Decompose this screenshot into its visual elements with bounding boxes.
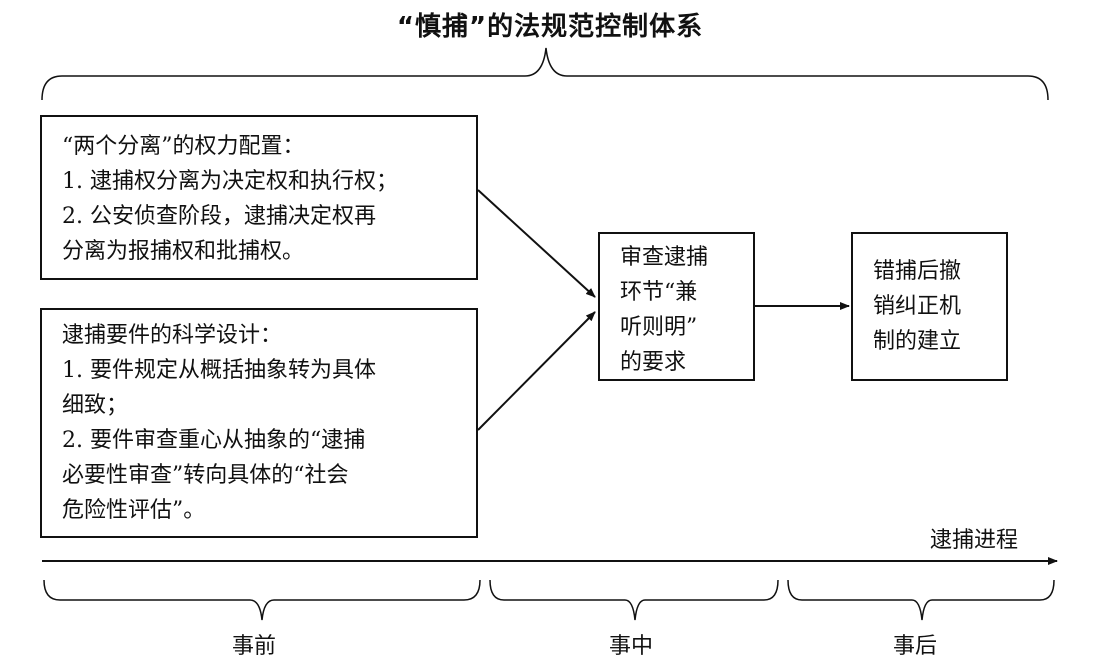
box-line: “两个分离”的权力配置：	[62, 134, 305, 159]
box-line: 1. 逮捕权分离为决定权和执行权；	[62, 169, 398, 194]
box-line: 分离为报捕权和批捕权。	[62, 239, 305, 264]
brace-before	[43, 579, 481, 621]
box-line: 2. 公安侦查阶段，逮捕决定权再	[62, 204, 376, 229]
arrow-box1-to-box3	[477, 189, 596, 298]
box-line: 制的建立	[873, 329, 962, 354]
box-line: 环节“兼	[620, 280, 698, 305]
box-line: 细致；	[62, 393, 129, 418]
timeline-label: 逮捕进程	[930, 528, 1019, 553]
wrongful-arrest-correction-box: 错捕后撤 销纠正机 制的建立	[851, 232, 1008, 381]
box-line: 2. 要件审查重心从抽象的“逮捕	[62, 428, 366, 453]
top-brace	[41, 47, 1049, 101]
box-line: 听则明”	[620, 315, 698, 340]
arrest-requirements-box: 逮捕要件的科学设计： 1. 要件规定从概括抽象转为具体 细致； 2. 要件审查重…	[40, 308, 478, 538]
box-line: 错捕后撤	[873, 259, 962, 284]
power-allocation-box: “两个分离”的权力配置： 1. 逮捕权分离为决定权和执行权； 2. 公安侦查阶段…	[40, 115, 478, 280]
arrest-review-box: 审查逮捕 环节“兼 听则明” 的要求	[598, 232, 755, 381]
brace-during	[489, 579, 779, 621]
box-line: 销纠正机	[873, 294, 962, 319]
box-line: 审查逮捕	[620, 245, 709, 270]
phase-label-after: 事后	[893, 634, 938, 659]
diagram-title: “慎捕”的法规范控制体系	[396, 12, 704, 42]
box-line: 逮捕要件的科学设计：	[62, 323, 283, 348]
phase-label-before: 事前	[232, 634, 277, 659]
box-line: 1. 要件规定从概括抽象转为具体	[62, 358, 376, 383]
box-line: 危险性评估”。	[62, 498, 206, 523]
phase-label-during: 事中	[609, 634, 654, 659]
box-line: 的要求	[620, 350, 687, 375]
arrow-box2-to-box3	[477, 311, 596, 431]
brace-after	[787, 579, 1055, 621]
box-line: 必要性审查”转向具体的“社会	[62, 463, 349, 488]
